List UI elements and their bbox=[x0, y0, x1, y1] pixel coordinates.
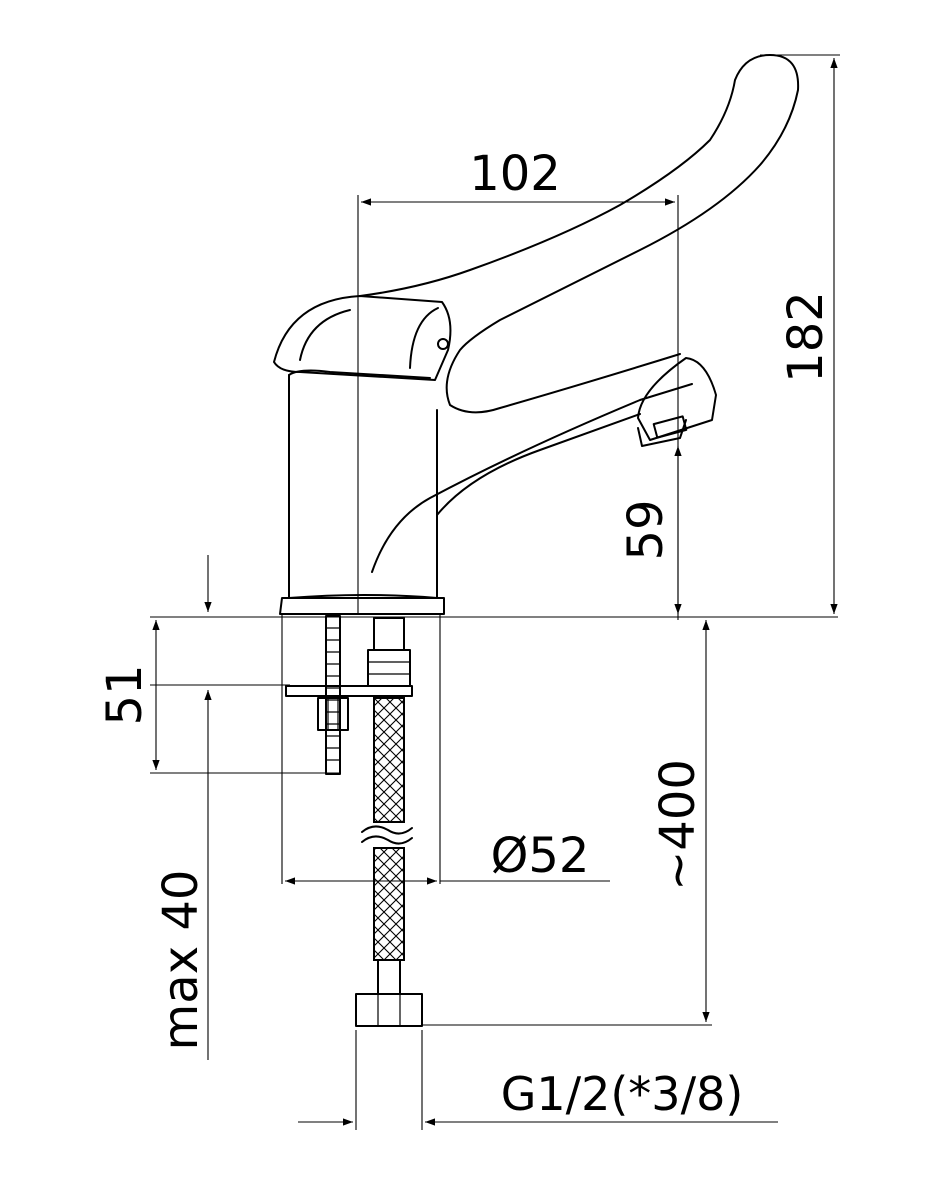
faucet-body bbox=[279, 369, 445, 615]
dimension-lines bbox=[150, 54, 840, 1130]
dim-label-59: 59 bbox=[618, 499, 674, 560]
dim-label-thread: G1/2(*3/8) bbox=[501, 1067, 744, 1121]
spout bbox=[371, 357, 717, 573]
dim-label-diameter-52: Ø52 bbox=[491, 828, 590, 884]
dim-label-102: 102 bbox=[469, 146, 561, 202]
dim-label-182: 182 bbox=[778, 291, 834, 383]
dim-label-hose-400: ~400 bbox=[650, 759, 706, 891]
mounting-stud bbox=[285, 615, 413, 775]
flexible-hose bbox=[355, 617, 423, 1027]
dim-label-max-40: max 40 bbox=[153, 870, 209, 1051]
dim-label-51: 51 bbox=[97, 664, 153, 725]
lever-handle bbox=[273, 54, 800, 414]
